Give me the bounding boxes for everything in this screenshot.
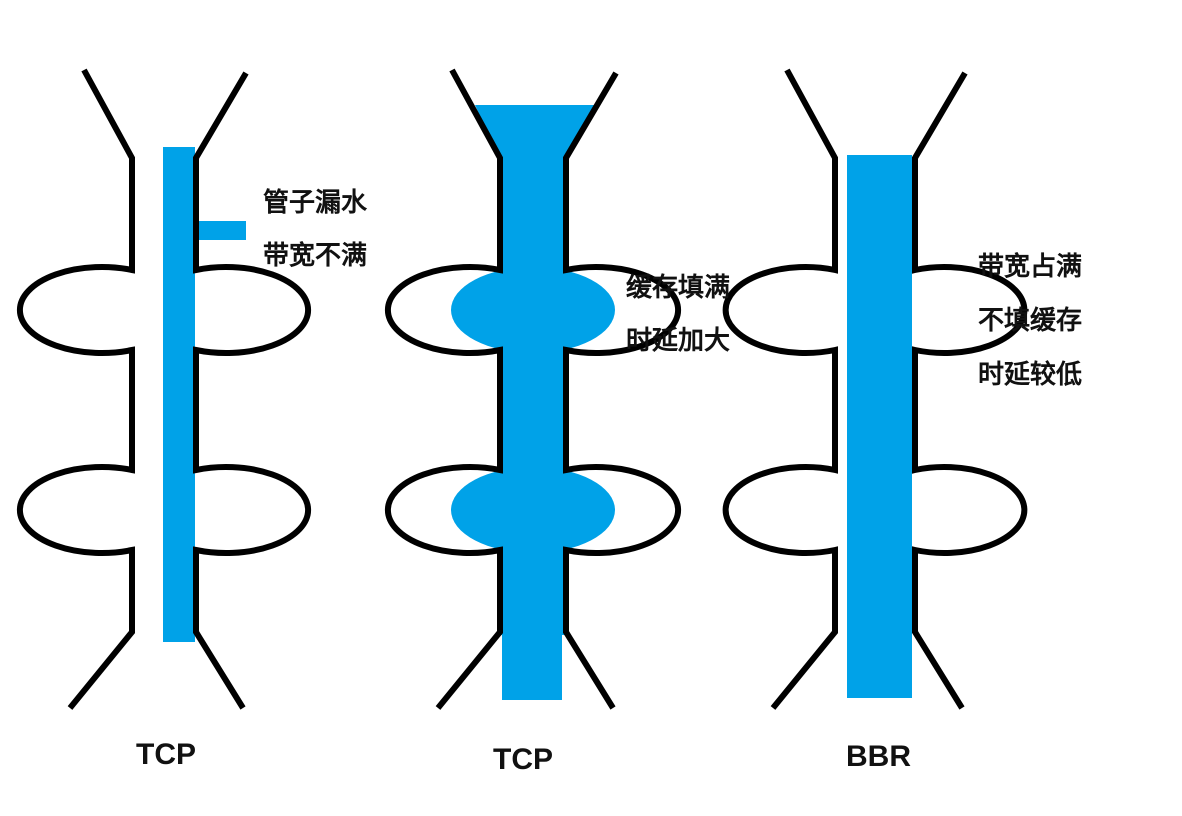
pipe1-left-wall [16,68,135,710]
pipe1-leak-stream [195,221,246,240]
pipe2-caption: TCP [493,743,553,776]
pipe3-note-1: 带宽占满 [978,252,1083,282]
pipe1-water-stream [163,147,195,642]
pipe2-water-column [500,155,566,635]
pipe2-outflow-water [502,620,562,700]
pipe3-caption: BBR [846,740,911,773]
pipe2-funnel-water [475,105,595,160]
pipe3-note-2: 不填缓存 [978,306,1083,336]
pipe3-right-wall [912,71,1028,710]
pipe3-left-wall [722,68,838,710]
pipe2-note-2: 时延加大 [626,326,731,356]
pipe3-note-3: 时延较低 [978,360,1083,390]
pipe2-left-wall [384,68,503,710]
pipe3-water-stream [847,155,912,698]
pipe2-buffer-water-2 [451,467,615,553]
pipe2-right-wall [563,71,682,710]
pipe1-note-1: 管子漏水 [263,188,368,218]
pipe1-caption: TCP [136,738,196,771]
pipe1-note-2: 带宽不满 [263,241,368,271]
pipe2-buffer-water-1 [451,267,615,353]
pipe1-right-wall [193,71,312,710]
pipe2-note-1: 缓存填满 [626,273,731,303]
